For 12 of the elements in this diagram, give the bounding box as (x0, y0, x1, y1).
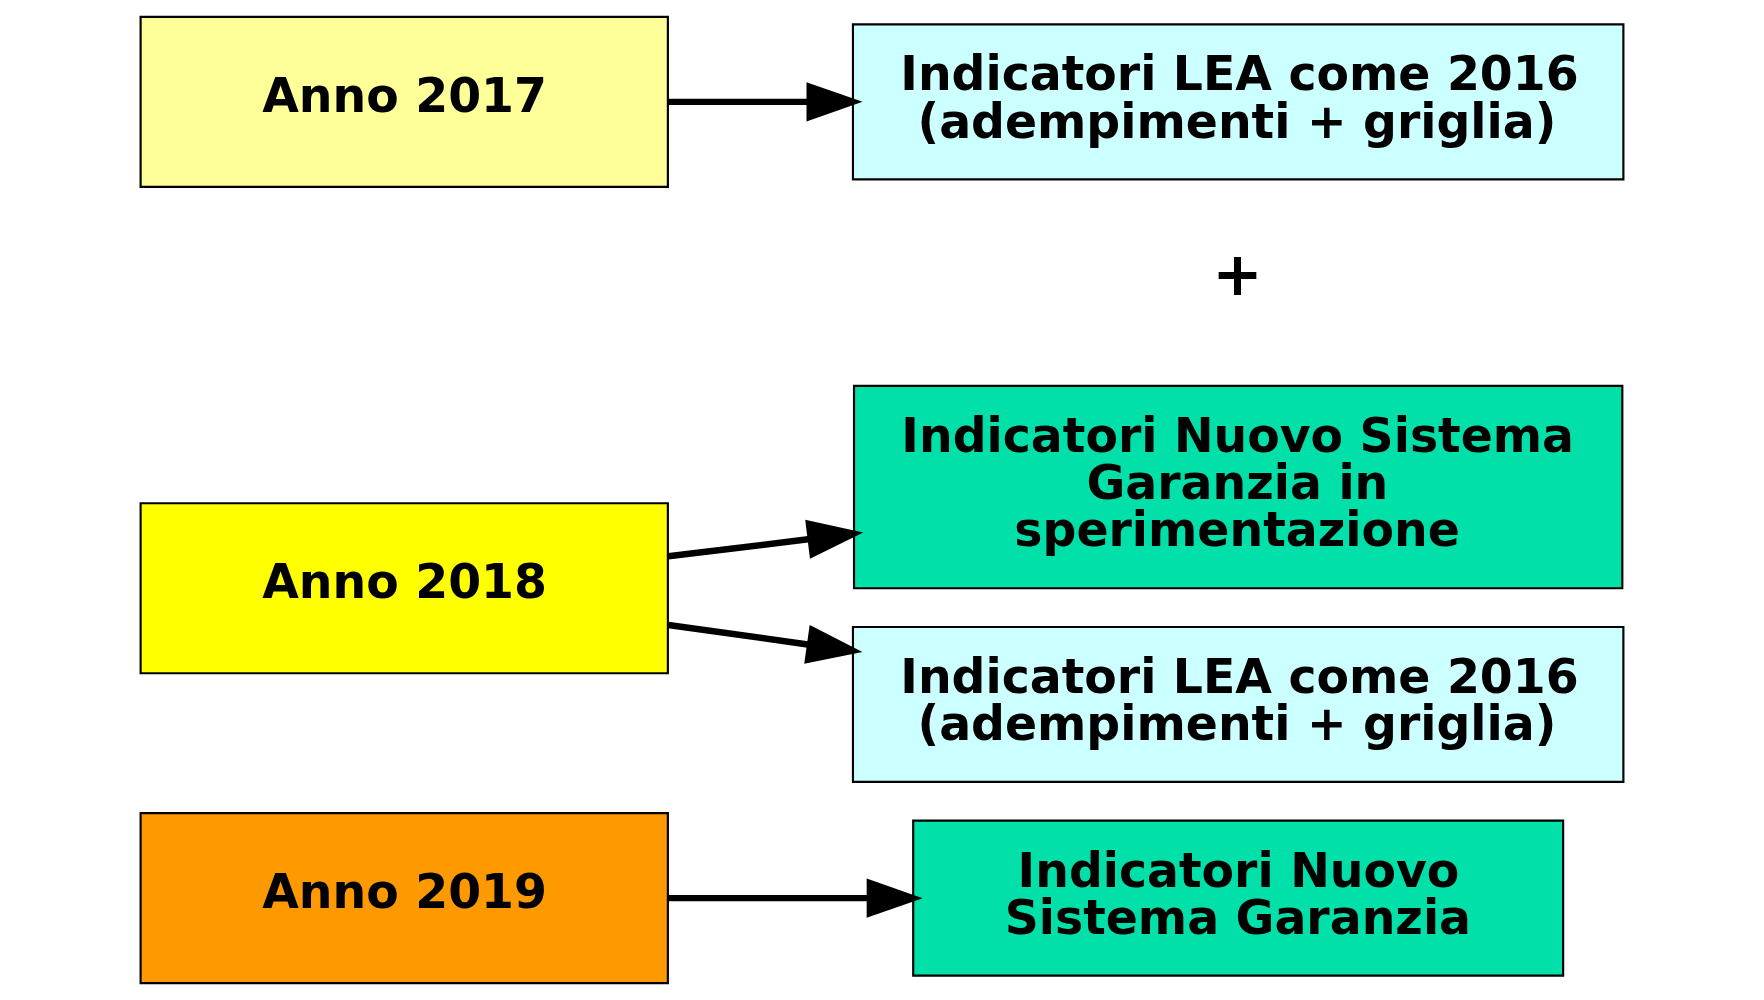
arrow (667, 621, 863, 664)
node-box: Anno 2018 (139, 502, 669, 675)
label: + (1212, 239, 1263, 310)
node-box: Anno 2017 (139, 15, 669, 188)
arrow (668, 82, 863, 122)
node-box: Indicatori LEA come 2016 (adempimenti + griglia) (851, 23, 1625, 181)
arrow (667, 519, 864, 560)
node-box: Indicatori Nuovo Sistema Garanzia in sperimentazione (852, 384, 1624, 590)
node-box: Indicatori Nuovo Sistema Garanzia (912, 819, 1565, 977)
node-box: Anno 2019 (139, 812, 669, 985)
node-box: Indicatori LEA come 2016 (adempimenti + griglia) (851, 625, 1625, 783)
arrow (668, 878, 923, 918)
